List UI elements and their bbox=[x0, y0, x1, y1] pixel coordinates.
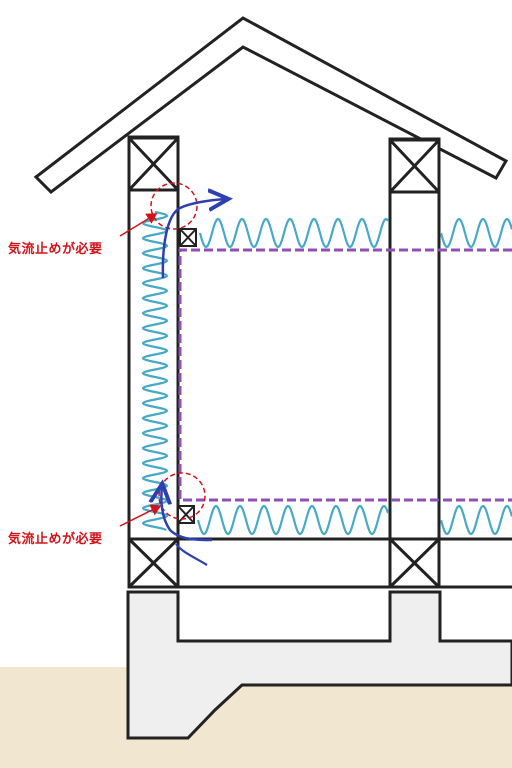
crossed-box-icon bbox=[127, 537, 180, 589]
crossed-box-icon bbox=[388, 537, 441, 589]
crossed-box-icon bbox=[177, 505, 195, 524]
ceiling-insulation bbox=[198, 217, 389, 249]
floor-insulation bbox=[439, 504, 512, 536]
gap-highlight-bottom bbox=[158, 472, 206, 520]
airflow-stop-label-top: 気流止めが必要 bbox=[8, 242, 103, 257]
crossed-box-icon bbox=[388, 138, 441, 194]
arrow-icon bbox=[161, 486, 213, 542]
floor-insulation bbox=[196, 504, 390, 536]
airflow-stop-label-bottom: 気流止めが必要 bbox=[8, 532, 103, 547]
crossed-box-icon bbox=[179, 228, 197, 247]
arrow-icon bbox=[161, 199, 226, 279]
foundation bbox=[126, 590, 512, 740]
ceiling-insulation bbox=[439, 217, 512, 249]
vapor-barrier bbox=[178, 248, 512, 502]
roof bbox=[33, 16, 509, 194]
pointer-line-top bbox=[119, 213, 158, 237]
wall-insulation bbox=[141, 210, 169, 532]
gap-highlight-top bbox=[150, 182, 198, 230]
pointer-line-bottom bbox=[119, 504, 162, 527]
right-column bbox=[388, 137, 441, 589]
arrow-icon bbox=[175, 543, 208, 566]
crossed-box-icon bbox=[127, 136, 180, 192]
